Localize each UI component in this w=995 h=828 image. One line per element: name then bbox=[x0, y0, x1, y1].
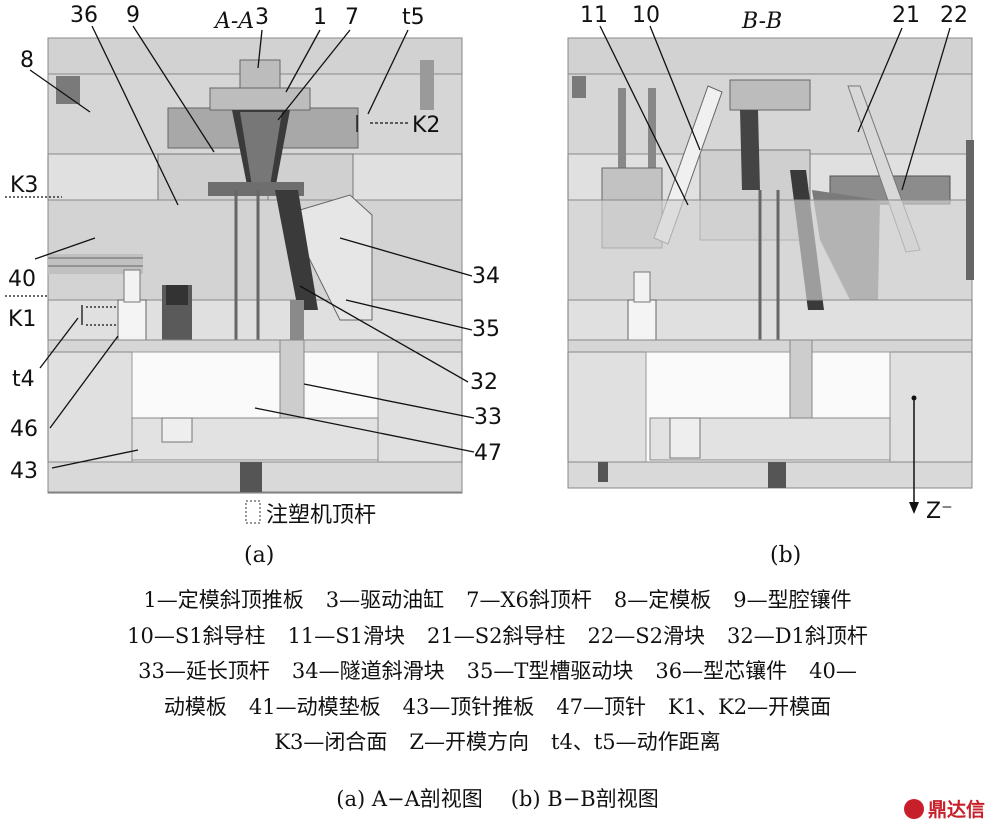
legend-item: 9—型腔镶件 bbox=[733, 588, 852, 612]
legend-item: 40— bbox=[809, 659, 857, 683]
legend-item: K3—闭合面 bbox=[274, 730, 388, 754]
label-t4: t4 bbox=[12, 367, 35, 392]
part-label-33: 33 bbox=[474, 405, 502, 430]
watermark-text: 鼎达信 bbox=[927, 799, 985, 821]
part-label-9: 9 bbox=[126, 3, 140, 28]
view-a-subcaption: (a) bbox=[244, 543, 274, 568]
legend-item: 33—延长顶杆 bbox=[138, 659, 270, 683]
legend-item: 43—顶针推板 bbox=[402, 694, 535, 719]
machine-rod-label: 注塑机顶杆 bbox=[266, 503, 376, 528]
leader-lines-b bbox=[599, 25, 951, 514]
legend-line: 动模板 41—动模垫板 43—顶针推板 47—顶针 K1、K2—开模面 bbox=[0, 690, 995, 726]
legend-line: 33—延长顶杆 34—隧道斜滑块 35—T型槽驱动块 36—型芯镶件 40— bbox=[0, 654, 995, 690]
watermark-logo-icon bbox=[903, 799, 924, 819]
legend-item: 7—X6斜顶杆 bbox=[466, 588, 592, 612]
legend-item: 35—T型槽驱动块 bbox=[466, 659, 634, 683]
part-label-34: 34 bbox=[472, 264, 500, 289]
watermark: 鼎达信 bbox=[903, 795, 985, 822]
legend-item: K1、K2—开模面 bbox=[668, 694, 832, 719]
caption-b: (b) B−B剖视图 bbox=[510, 787, 659, 811]
legend-item: 22—S2滑块 bbox=[587, 623, 705, 648]
part-label-47: 47 bbox=[474, 441, 502, 466]
legend-line: 1—定模斜顶推板 3—驱动油缸 7—X6斜顶杆 8—定模板 9—型腔镶件 bbox=[0, 583, 995, 619]
legend-item: 3—驱动油缸 bbox=[325, 588, 445, 612]
part-label-11: 11 bbox=[580, 3, 608, 28]
legend-item: 1—定模斜顶推板 bbox=[143, 588, 304, 612]
legend-line: 10—S1斜导柱 11—S1滑块 21—S2斜导柱 22—S2滑块 32—D1斜顶杆 bbox=[0, 619, 995, 655]
leader-lines-a bbox=[5, 25, 475, 469]
legend-item: 34—隧道斜滑块 bbox=[291, 659, 445, 683]
view-b-subcaption: (b) bbox=[770, 543, 801, 568]
part-label-40: 40 bbox=[8, 267, 36, 292]
part-label-35: 35 bbox=[472, 317, 500, 342]
part-label-10: 10 bbox=[632, 3, 660, 28]
view-a-title: A-A bbox=[213, 9, 254, 34]
machine-rod-legend-box bbox=[245, 500, 261, 524]
part-label-3: 3 bbox=[255, 5, 269, 30]
opening-direction-label: Z⁻ bbox=[926, 499, 953, 524]
legend-item: 41—动模垫板 bbox=[248, 694, 381, 719]
label-k1: K1 bbox=[8, 307, 36, 332]
legend-line: K3—闭合面 Z—开模方向 t4、t5—动作距离 bbox=[0, 725, 995, 761]
caption-a: (a) A−A剖视图 bbox=[336, 787, 483, 811]
label-t5: t5 bbox=[402, 5, 425, 30]
part-label-22: 22 bbox=[940, 3, 968, 28]
parts-legend: 1—定模斜顶推板 3—驱动油缸 7—X6斜顶杆 8—定模板 9—型腔镶件 10—S1斜导… bbox=[0, 583, 995, 761]
part-label-8: 8 bbox=[20, 48, 34, 73]
legend-item: 36—型芯镶件 bbox=[655, 659, 788, 683]
part-label-21: 21 bbox=[892, 3, 920, 28]
legend-item: 32—D1斜顶杆 bbox=[726, 623, 868, 648]
legend-item: 47—顶针 bbox=[556, 694, 647, 719]
legend-item: 11—S1滑块 bbox=[287, 623, 406, 648]
figure-caption: (a) A−A剖视图 (b) B−B剖视图 bbox=[0, 783, 995, 813]
legend-item: t4、t5—动作距离 bbox=[551, 730, 721, 754]
part-label-46: 46 bbox=[10, 417, 38, 442]
label-k3: K3 bbox=[10, 173, 38, 198]
mold-section-figure: A-A 36 9 3 1 7 t5 8 K2 K3 40 K1 34 35 t4… bbox=[5, 3, 974, 568]
view-b-section bbox=[567, 37, 974, 489]
view-a-section bbox=[47, 37, 463, 494]
legend-item: Z—开模方向 bbox=[409, 730, 530, 754]
label-k2: K2 bbox=[412, 113, 440, 138]
part-label-36: 36 bbox=[70, 3, 98, 28]
legend-item: 10—S1斜导柱 bbox=[127, 623, 266, 648]
legend-item: 动模板 bbox=[163, 694, 227, 719]
part-label-32: 32 bbox=[470, 370, 498, 395]
part-label-7: 7 bbox=[345, 5, 359, 30]
legend-item: 8—定模板 bbox=[613, 588, 712, 612]
part-label-1: 1 bbox=[313, 5, 327, 30]
view-b-title: B-B bbox=[741, 9, 782, 34]
legend-item: 21—S2斜导柱 bbox=[427, 623, 566, 648]
part-label-43: 43 bbox=[10, 459, 38, 484]
